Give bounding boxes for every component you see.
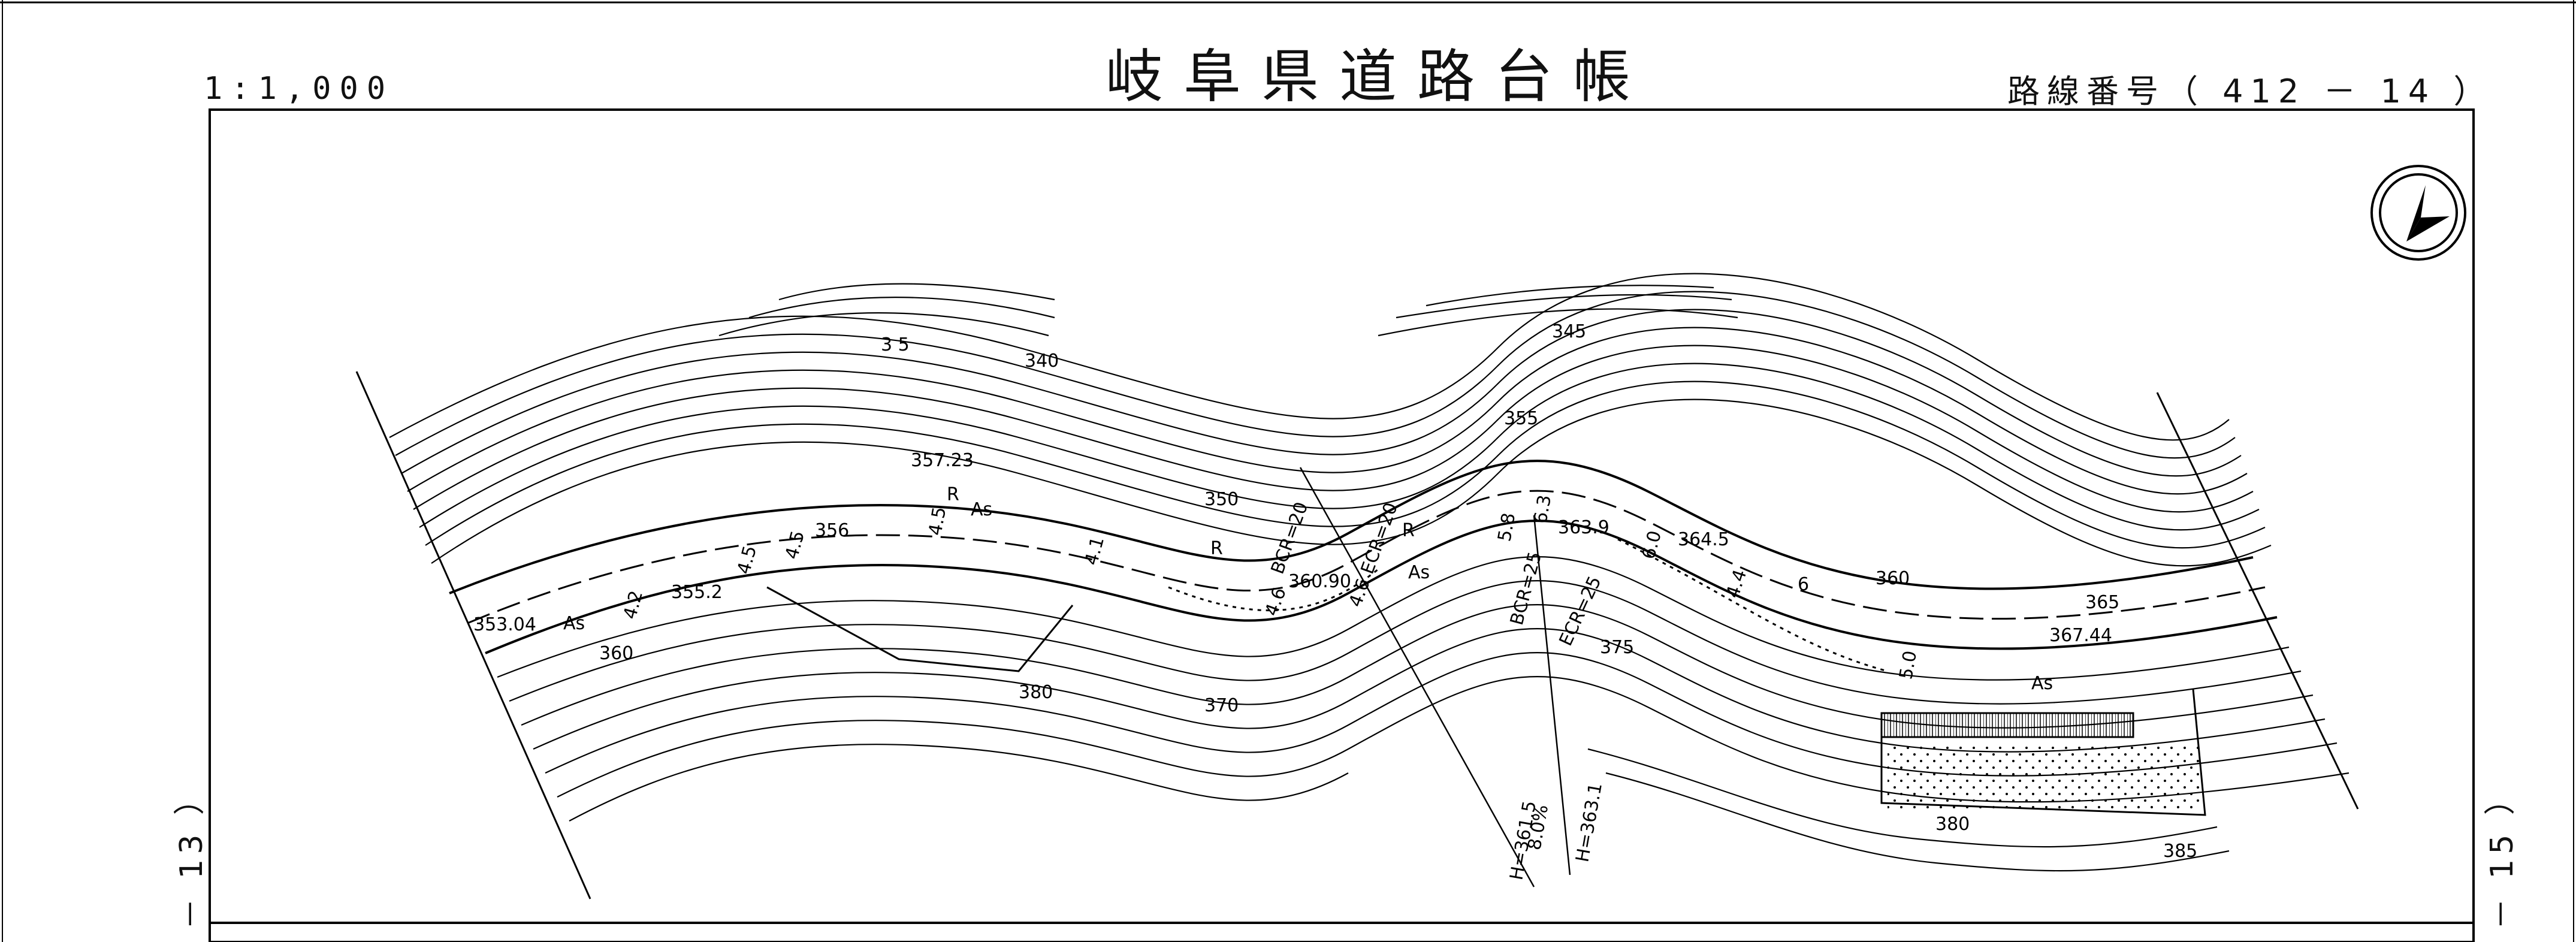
contour-label-3: 345 — [1552, 321, 1586, 342]
contour-label-6: 360 — [599, 643, 633, 664]
curve-label: H=363.1 — [1572, 781, 1606, 864]
width-label: 6.0 — [1638, 529, 1666, 561]
width-label: 4.5 — [733, 544, 761, 576]
contour-label-7: 364.5 — [1678, 529, 1729, 550]
contour-label-8: 365 — [2085, 592, 2119, 613]
elevation-label: 353.04 — [473, 614, 536, 635]
contour-label-5: 355 — [1504, 408, 1538, 429]
curve-lines — [1299, 467, 1571, 887]
width-label: 4.2 — [620, 588, 647, 621]
width-label: 5.0 — [1895, 649, 1921, 681]
survey-boundary-left — [355, 371, 591, 899]
surface-label: As — [563, 613, 585, 634]
map-scale: 1:1,000 — [204, 71, 394, 107]
surface-label: R — [1402, 520, 1415, 541]
curve-label: BCR=20 — [1267, 499, 1313, 577]
road-corridor — [449, 460, 2278, 672]
curve-label: ECR=25 — [1556, 573, 1606, 649]
contour-label-2: 340 — [1025, 351, 1059, 372]
elevation-label: 367.44 — [2049, 625, 2112, 646]
sheet-title: 岐阜県道路台帳 — [1106, 43, 1651, 110]
contour-label-12: 385 — [2163, 841, 2197, 862]
contour-label-4: 350 — [1204, 489, 1239, 510]
surface-label: As — [2031, 673, 2053, 694]
elevation-label: 363.9 — [1558, 517, 1609, 538]
width-label: 5.8 — [1494, 511, 1520, 543]
surface-label: R — [947, 484, 959, 505]
contour-label-6b: 360 — [1876, 568, 1910, 589]
surface-label: As — [1408, 562, 1430, 583]
map-labels: 3 5 340 345 350 355 360 360 364.5 365 37… — [473, 321, 2197, 881]
survey-boundary-right — [2156, 392, 2359, 810]
width-label: 4.5 — [925, 505, 950, 537]
route-number: 路線番号（ 412 － 14 ） — [2007, 73, 2493, 110]
elevation-label: 360.90 — [1288, 571, 1351, 592]
elevation-label: 357.23 — [911, 450, 974, 471]
contour-label-11b: 380 — [1935, 814, 1970, 835]
width-label: 6 — [1798, 574, 1809, 595]
contours-lower — [497, 556, 2349, 872]
map-frame — [209, 108, 2475, 942]
width-label: 4.5 — [781, 529, 809, 561]
north-arrow-icon — [2370, 165, 2466, 261]
elevation-label: 356 — [815, 520, 849, 541]
contours-upper — [389, 273, 2272, 567]
surface-label: R — [1210, 538, 1223, 559]
surface-label: As — [971, 499, 992, 520]
contour-label-11: 380 — [1019, 682, 1053, 703]
curve-label: BCR=25 — [1506, 550, 1546, 627]
width-label: 4.4 — [1722, 567, 1751, 600]
width-label: 6.3 — [1530, 493, 1556, 525]
contour-label-9: 370 — [1204, 695, 1239, 716]
elevation-label: 355.2 — [671, 582, 723, 603]
contour-label-10: 375 — [1600, 637, 1634, 658]
contour-label-1: 3 5 — [881, 334, 910, 355]
